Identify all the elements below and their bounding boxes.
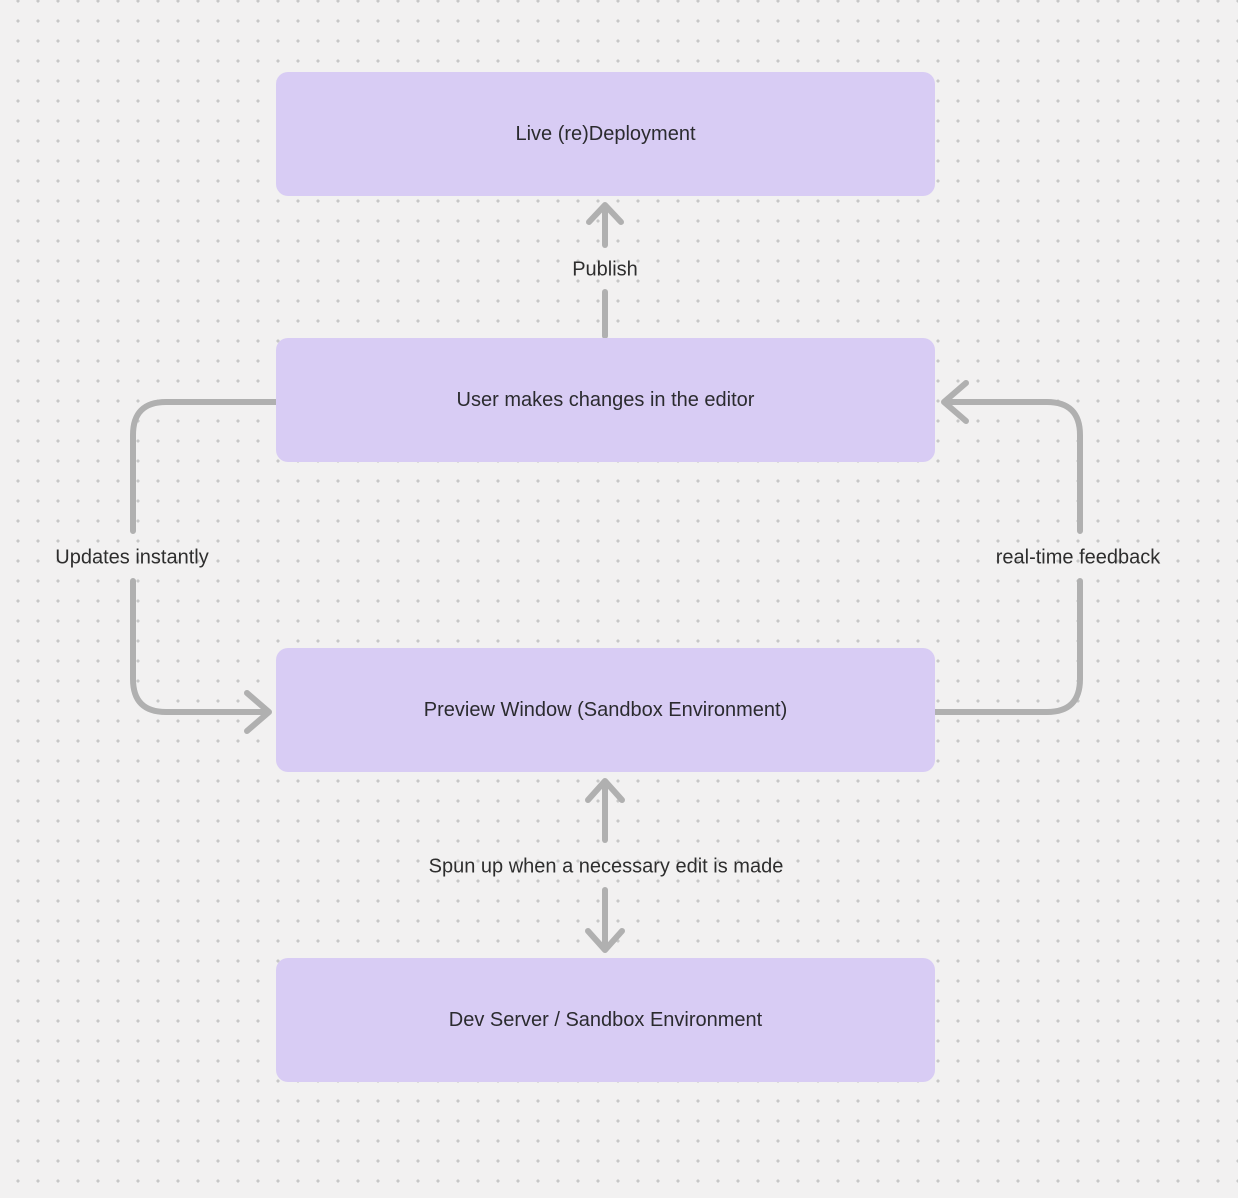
node-live-redeployment[interactable]: Live (re)Deployment (276, 72, 935, 196)
node-dev-server[interactable]: Dev Server / Sandbox Environment (276, 958, 935, 1082)
arrowhead-left-icon (941, 380, 969, 424)
node-label: Dev Server / Sandbox Environment (448, 1008, 763, 1031)
edge-label-real-time-feedback: real-time feedback (995, 546, 1161, 569)
arrowhead-right-icon (244, 690, 272, 734)
arrowhead-up-icon (586, 202, 624, 225)
node-preview-window[interactable]: Preview Window (Sandbox Environment) (276, 648, 935, 772)
node-label: User makes changes in the editor (456, 388, 755, 411)
node-label: Preview Window (Sandbox Environment) (423, 698, 788, 721)
node-label: Live (re)Deployment (515, 122, 696, 145)
node-user-editor[interactable]: User makes changes in the editor (276, 338, 935, 462)
arrowhead-down-icon (585, 928, 625, 953)
edge-label-spun-up: Spun up when a necessary edit is made (428, 855, 784, 878)
edge-label-publish: Publish (572, 258, 638, 281)
arrowhead-up-icon (585, 778, 625, 803)
edge-label-updates-instantly: Updates instantly (55, 546, 209, 569)
